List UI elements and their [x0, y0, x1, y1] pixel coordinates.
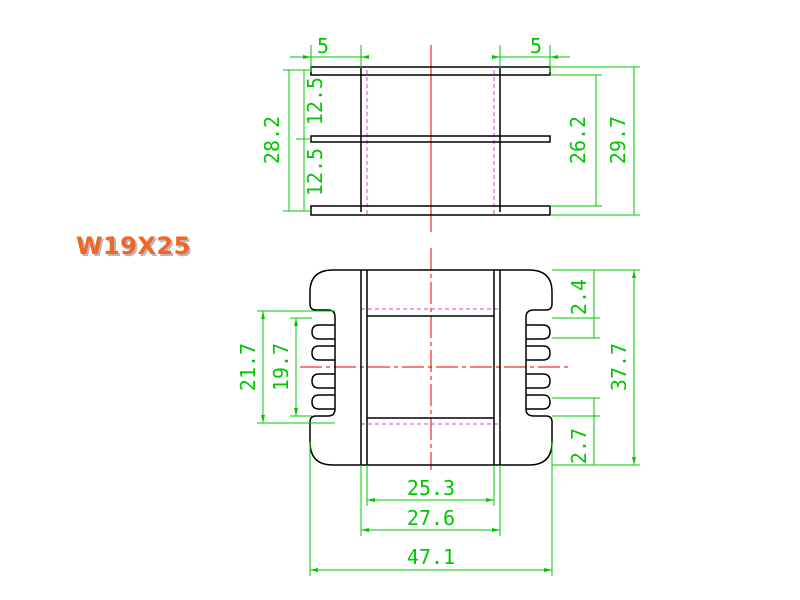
dim-top-margin: 2.4	[567, 279, 591, 315]
front-view-dimension-lines	[257, 269, 640, 576]
dim-bottom-margin: 2.7	[567, 428, 591, 464]
top-view-arrowheads	[303, 55, 558, 59]
dim-slot-outer: 21.7	[236, 343, 260, 391]
dim-overall-right: 29.7	[606, 116, 630, 164]
dim-inner-width: 25.3	[407, 476, 455, 500]
dim-overall-width: 47.1	[407, 545, 455, 569]
front-view-outline	[309, 269, 553, 466]
dim-overall-left: 28.2	[260, 116, 284, 164]
dim-lower-gap: 12.5	[303, 148, 327, 196]
dim-core-width: 27.6	[407, 506, 455, 530]
dim-inner-right: 26.2	[566, 116, 590, 164]
front-view: 21.7 19.7 2.4 37.7 2.7 25.3 27.6 47.1	[236, 248, 640, 576]
part-number-title: W19X25	[76, 232, 191, 260]
top-view: 5 5 12.5 12.5 28.2 26.2 29.7	[260, 34, 640, 232]
front-view-arrowheads	[261, 270, 636, 572]
dim-flange-right: 5	[530, 34, 542, 58]
dim-flange-left: 5	[317, 34, 329, 58]
dim-height: 37.7	[607, 343, 631, 391]
dim-slot-inner: 19.7	[269, 343, 293, 391]
top-view-dimension-lines	[283, 45, 640, 216]
dim-upper-gap: 12.5	[303, 77, 327, 125]
